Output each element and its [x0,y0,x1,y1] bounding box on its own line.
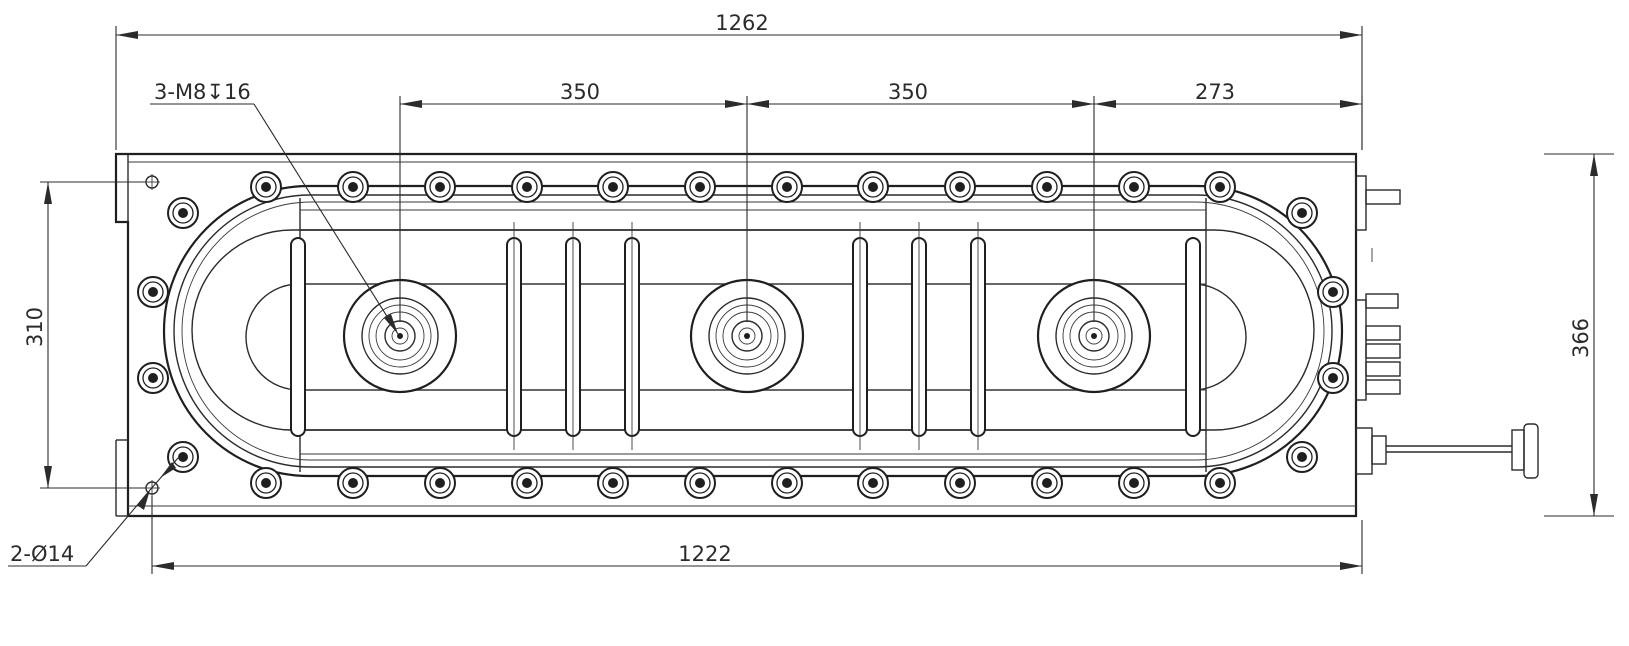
slot-group [290,222,1201,450]
flange-outline [162,184,1344,478]
bolt [944,171,976,203]
bolt [250,171,282,203]
bolt [1118,171,1150,203]
bolt [857,171,889,203]
bolt [684,467,716,499]
slot [290,237,306,437]
flange-bolts [137,171,1349,499]
slot [1185,237,1201,437]
bolt [337,171,369,203]
dim-label-hole-spacing-length: 1222 [678,542,731,566]
bolt [511,171,543,203]
bolt [337,467,369,499]
callout-label-threaded-holes: 3-M8↧16 [154,80,251,104]
bolt [597,467,629,499]
dim-overall-height: 366 [1544,153,1614,517]
dim-label-overall-length: 1262 [715,11,768,35]
bolt [1031,467,1063,499]
callout-threaded-holes: 3-M8↧16 [150,80,399,335]
callout-label-through-holes: 2-Ø14 [10,542,74,566]
bolt [684,171,716,203]
bolt [771,467,803,499]
dim-hole-spacing-height: 310 [23,181,146,489]
bolt [137,362,169,394]
dim-bushing-spacing: 350 350 273 [399,80,1363,322]
bolt [250,467,282,499]
bolt [424,171,456,203]
bolt [137,276,169,308]
bolt [597,171,629,203]
bolt [511,467,543,499]
side-fittings [1355,175,1539,479]
bolt [1317,362,1349,394]
bolt [1286,197,1318,229]
bolt [944,467,976,499]
bolt [1031,171,1063,203]
bushing-pads [342,278,1152,394]
dim-label-hole-spacing-height: 310 [23,307,47,347]
bolt [1118,467,1150,499]
bolt [1286,441,1318,473]
dim-label-spacing-2: 350 [888,80,928,104]
dim-overall-length: 1262 [115,11,1363,150]
dim-label-spacing-end: 273 [1195,80,1235,104]
bolt [857,467,889,499]
bolt [1204,467,1236,499]
bolt [1317,276,1349,308]
bolt [771,171,803,203]
dim-label-overall-height: 366 [1569,318,1593,358]
bushing-pad-1 [342,278,458,394]
callout-through-holes: 2-Ø14 [8,457,179,567]
bolt [424,467,456,499]
dim-label-spacing-1: 350 [560,80,600,104]
mounting-holes [144,174,160,496]
bolt [167,197,199,229]
bolt [167,441,199,473]
dim-hole-spacing-length: 1222 [151,496,1363,574]
bolt [1204,171,1236,203]
